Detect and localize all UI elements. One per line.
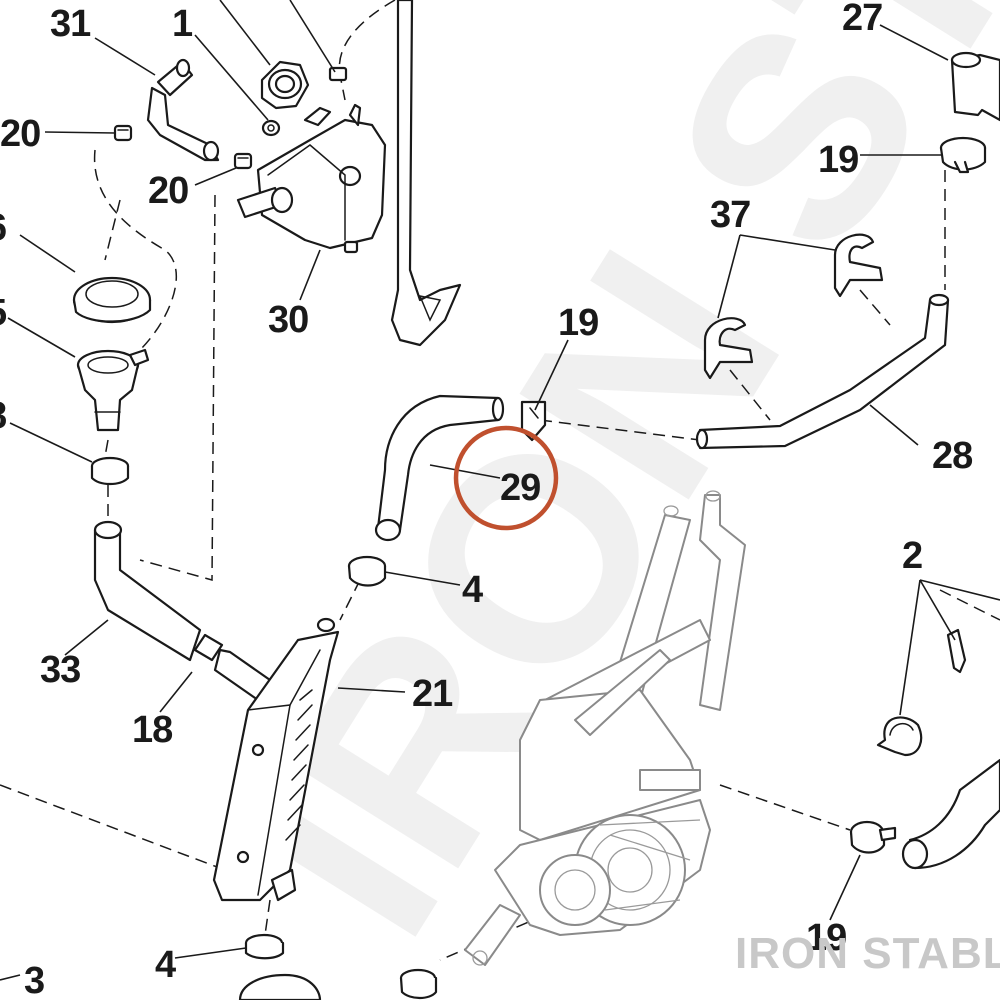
- part-18-connector: [193, 633, 272, 702]
- hose-bottom-partial: [238, 973, 322, 1002]
- label-8: 8: [0, 395, 6, 437]
- part-37-clip-left: [703, 317, 754, 380]
- frame-assembly-background: [464, 490, 746, 966]
- part-20-clamp-lower: [233, 152, 253, 170]
- label-19-top: 19: [818, 139, 858, 181]
- label-28: 28: [932, 435, 972, 477]
- label-33: 33: [40, 649, 80, 691]
- hose-lower-right: [901, 758, 1000, 870]
- label-29: 29: [500, 467, 540, 509]
- label-19-mid: 19: [558, 302, 598, 344]
- part-2-clamp-small: [946, 628, 967, 674]
- label-20-lower: 20: [148, 170, 188, 212]
- part-6-radiator-cap: [72, 276, 152, 324]
- label-2: 2: [902, 535, 922, 577]
- part-2-clamp-large: [876, 716, 923, 757]
- label-6: 6: [0, 207, 6, 249]
- overflow-hose: [390, 0, 462, 347]
- part-number-labels: 31 1 20 20 27 19 37 6 5 30 19 8 28 29 4 …: [0, 0, 973, 1002]
- label-27: 27: [842, 0, 882, 39]
- brand-watermark: IRON STABLE: [735, 929, 1000, 978]
- label-21: 21: [412, 673, 453, 715]
- leader-lines: [0, 0, 1000, 981]
- label-31: 31: [50, 3, 91, 45]
- part-27-hose: [950, 51, 1000, 122]
- part-19-clamp-top: [939, 136, 987, 174]
- label-3: 3: [24, 960, 44, 1000]
- label-30: 30: [268, 299, 308, 341]
- label-18: 18: [132, 709, 172, 751]
- part-30-reservoir: [236, 103, 387, 254]
- label-20-upper: 20: [0, 113, 40, 155]
- part-20-clamp-upper: [113, 124, 133, 142]
- label-4-upper: 4: [462, 569, 483, 611]
- part-31-hose: [146, 58, 220, 162]
- part-4-clamp-upper: [347, 555, 387, 587]
- part-19-clamp-lower: [849, 820, 897, 854]
- part-8-clamp: [90, 456, 130, 486]
- part-4-clamp-lower: [244, 933, 285, 960]
- label-19-lower: 19: [806, 917, 846, 959]
- label-1: 1: [172, 3, 193, 45]
- fitting-top: [328, 66, 348, 82]
- clamp-bottom-center: [399, 968, 438, 1000]
- part-29-upper-hose: [374, 394, 505, 542]
- part-33-lower-hose: [93, 520, 202, 662]
- part-1-cap: [260, 60, 310, 137]
- highlight-circle-29: [453, 425, 559, 531]
- label-5: 5: [0, 292, 7, 334]
- part-5-filler-neck: [76, 348, 150, 432]
- part-21-radiator: [212, 617, 340, 902]
- part-28-pipe: [695, 293, 950, 450]
- part-37-clip-right: [833, 233, 884, 298]
- label-37: 37: [710, 194, 750, 236]
- label-4-lower: 4: [155, 944, 176, 986]
